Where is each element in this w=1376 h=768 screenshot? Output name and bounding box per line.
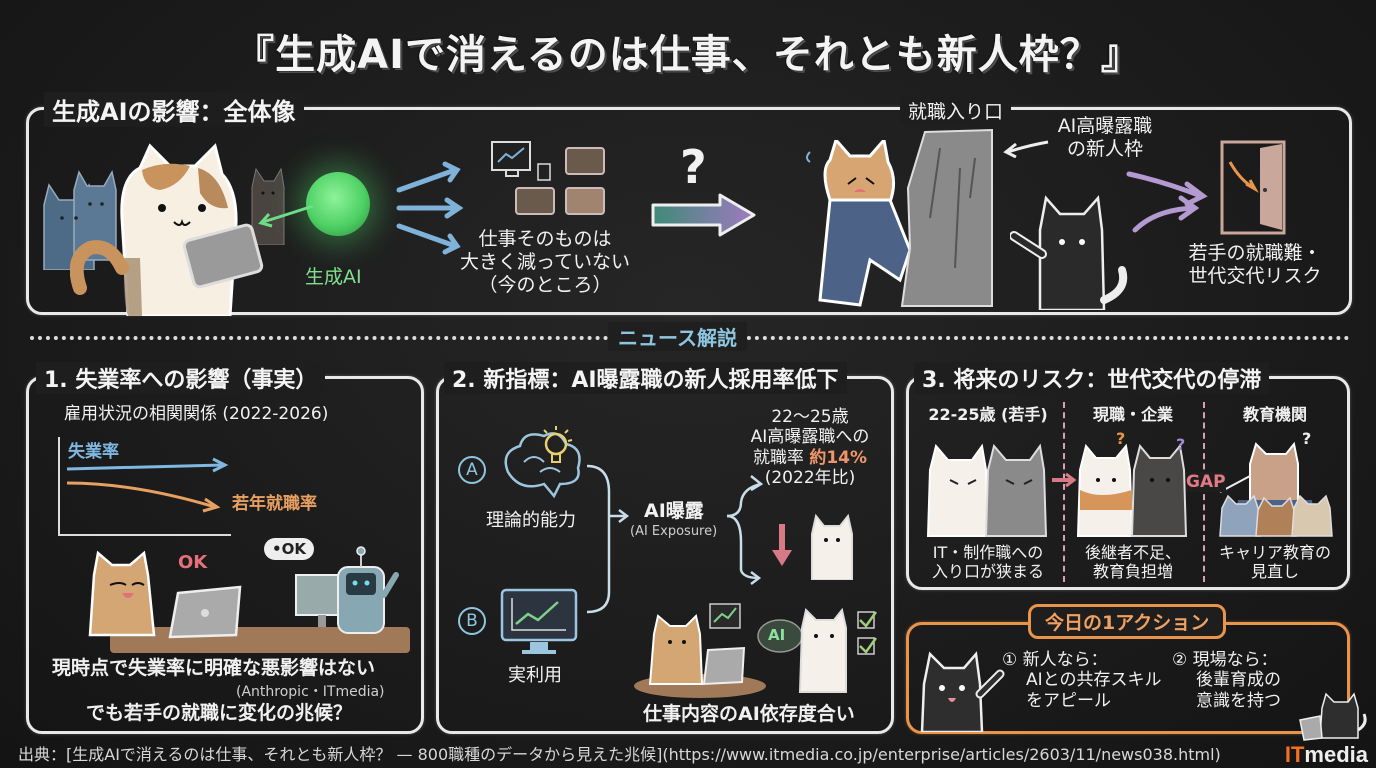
calico-cat-with-tablet-illustration [70,143,264,316]
down-arrow-icon [772,524,792,566]
jobs-icons-illustration [491,141,605,215]
stat-value: 約14% [809,447,868,468]
ai-dependency-illustration [634,603,878,698]
column-header-companies: 現職・企業 [1092,405,1173,424]
practical-usage-label: 実利用 [508,665,562,686]
door-icon [1220,140,1286,235]
column-text-companies: 後継者不足、 教育負担増 [1084,543,1181,582]
ai-dependency-label: 仕事内容のAI依存度合い [643,703,855,725]
pointing-arrow-icon [1003,140,1049,158]
background-cats-illustration [43,169,117,270]
column-text-education: キャリア教育の 見直し [1218,543,1331,582]
question-mark: ? [680,140,707,194]
badge-a: A [458,456,486,484]
struggling-suit-cat-illustration [806,140,912,307]
entrance-wall-illustration [900,128,993,307]
unemployment-conclusion: 現時点で失業率に明確な悪影響はない [52,657,376,679]
purple-arrows-icon [1126,171,1208,233]
employment-trend-chart [58,437,231,536]
panel-unemployment-title: 1. 失業率への影響（事実） [36,362,326,394]
correlation-subtitle: 雇用状況の相関関係 (2022-2026) [64,404,329,424]
svg-text:?: ? [1302,430,1311,448]
action-title: 今日の1アクション [1028,604,1227,639]
entrance-label: 就職入り口 [900,97,1012,124]
ai-exposure-label: AI曝露 [644,500,704,522]
youth-change-question: でも若手の就職に変化の兆候？ [86,702,353,724]
action-item-workplace: ② 現場なら： 後輩育成の 意識を持つ [1172,650,1281,711]
theoretical-capability-label: 理論的能力 [486,510,576,531]
column-text-youth: IT・制作職への 入り口が狭まる [931,543,1044,582]
black-cat-waving-illustration [920,651,1005,732]
cat-ok-label: OK [178,552,208,573]
panel-future-risk-title: 3. 将来のリスク：世代交代の停滞 [914,362,1270,394]
transition-arrow-icon [651,193,756,237]
column-header-education: 教育機関 [1242,405,1307,424]
genai-label: 生成AI [305,266,362,288]
unemployment-rate-label: 失業率 [68,442,119,462]
svg-text:?: ? [1176,435,1185,454]
panel-new-indicator-title: 2. 新指標：AI曝露職の新人採用率低下 [444,362,847,394]
new-slots-label: AI高曝露職 の新人枠 [1057,115,1153,160]
svg-text:?: ? [1116,430,1125,448]
page-title: 『生成AIで消えるのは仕事、それとも新人枠？』 [234,32,1142,78]
ai-exposure-english: (AI Exposure) [630,524,718,539]
dark-cat-illustration [251,167,285,245]
risk-text: 若手の就職難・ 世代交代リスク [1188,242,1322,287]
badge-b: B [458,607,486,635]
gap-label: GAP [1186,472,1226,493]
ai-bubble-label: AI [768,626,786,644]
cat-and-robot-desk-illustration [88,546,410,653]
overview-panel [26,107,1352,315]
impact-arrows-icon [396,161,464,255]
brain-lightbulb-icon [504,426,581,499]
overview-panel-title: 生成AIの影響：全体像 [44,92,304,127]
source-citation: 出典：[生成AIで消えるのは仕事、それとも新人枠？ — 800職種のデータから見… [18,745,1221,764]
black-cat-pointing-illustration [1010,195,1128,310]
white-cat-small-illustration [811,513,853,580]
robot-ok-bubble: •OK [264,538,314,560]
genai-link-arrow-icon [258,204,314,228]
news-commentary-label: ニュース解説 [608,322,747,351]
flow-connectors-icon [586,464,764,614]
youth-employment-label: 若年就職率 [232,494,317,514]
black-cat-laptop-illustration [1299,692,1367,741]
column-header-youth: 22-25歳 (若手) [928,405,1048,424]
jobs-not-decreasing-text: 仕事そのものは 大きく減っていない （今のところ） [459,228,631,296]
source-note: (Anthropic・ITmedia) [236,684,385,700]
genai-orb-icon [306,172,370,236]
column-divider-1 [1063,402,1065,582]
monitor-chart-icon [500,588,578,654]
itmedia-logo: ITmedia [1284,742,1368,767]
generation-cats-illustration: ? ? ? [926,430,1333,537]
employment-stat: 22〜25歳 AI高曝露職への 就職率 約14% (2022年比) [750,407,870,489]
action-item-newcomer: ① 新人なら： AIとの共存スキル をアピール [1002,650,1162,711]
